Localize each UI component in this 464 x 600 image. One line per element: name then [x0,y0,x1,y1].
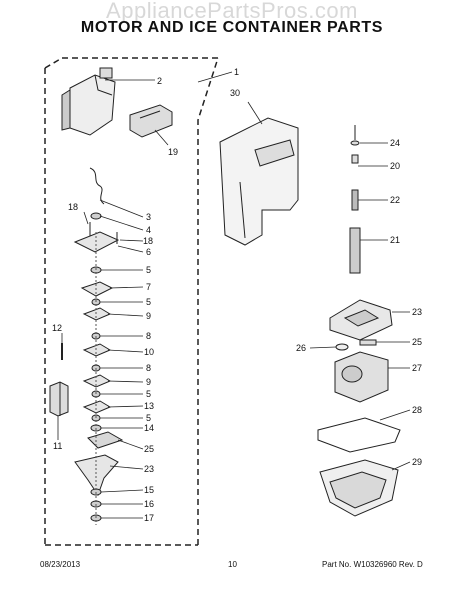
callout-2: 2 [157,76,162,86]
callout-7: 7 [146,282,151,292]
callout-8-a: 8 [146,331,151,341]
clip-part-25 [359,339,377,346]
assembly-outline-right [197,57,219,545]
footer-date: 08/23/2013 [40,560,81,569]
callout-18-lower: 18 [143,236,153,246]
gasket-part-28 [317,417,401,453]
callout-27: 27 [412,363,422,373]
callout-12: 12 [52,323,62,333]
insert-part-19 [129,104,173,138]
callout-9-b: 9 [146,377,151,387]
callout-20: 20 [390,161,400,171]
callout-23-left: 23 [144,464,154,474]
callout-21: 21 [390,235,400,245]
callout-11: 11 [53,441,62,451]
callout-23-right: 23 [412,307,422,317]
callout-10: 10 [144,347,154,357]
callout-9-a: 9 [146,311,151,321]
callout-28: 28 [412,405,422,415]
callout-24: 24 [390,138,400,148]
cover-part-23 [329,299,393,341]
callout-22: 22 [390,195,400,205]
callout-17: 17 [144,513,154,523]
callout-30: 30 [230,88,240,98]
callout-18-upper: 18 [68,202,78,212]
washer-part-26 [335,343,349,351]
callout-14: 14 [144,423,154,433]
tray-part-29 [319,459,399,517]
callout-25-right: 25 [412,337,422,347]
callout-6: 6 [146,247,151,257]
callout-5-b: 5 [146,297,151,307]
callout-15: 15 [144,485,154,495]
callout-5-d: 5 [146,413,151,423]
callout-13: 13 [144,401,154,411]
rod-assembly [349,125,361,274]
page-title: MOTOR AND ICE CONTAINER PARTS [80,19,384,36]
callout-26: 26 [296,343,306,353]
washer-stack [73,212,124,522]
motor-part-27 [334,351,389,403]
callout-19: 19 [168,147,178,157]
footer-page-number: 10 [228,560,237,569]
callout-1: 1 [234,67,239,77]
callout-5-a: 5 [146,265,151,275]
bracket-part-2 [61,67,116,136]
callout-16: 16 [144,499,154,509]
watermark-text: AppliancePartsPros.com [106,0,358,23]
spring-part-3 [89,167,105,205]
callout-8-b: 8 [146,363,151,373]
block-part-11 [49,381,69,417]
footer-part-number: Part No. W10326960 Rev. D [322,560,423,569]
callout-29: 29 [412,457,422,467]
housing-part-30 [219,117,299,246]
callout-25-left: 25 [144,444,154,454]
callout-3: 3 [146,212,151,222]
callout-5-c: 5 [146,389,151,399]
callout-4: 4 [146,225,151,235]
